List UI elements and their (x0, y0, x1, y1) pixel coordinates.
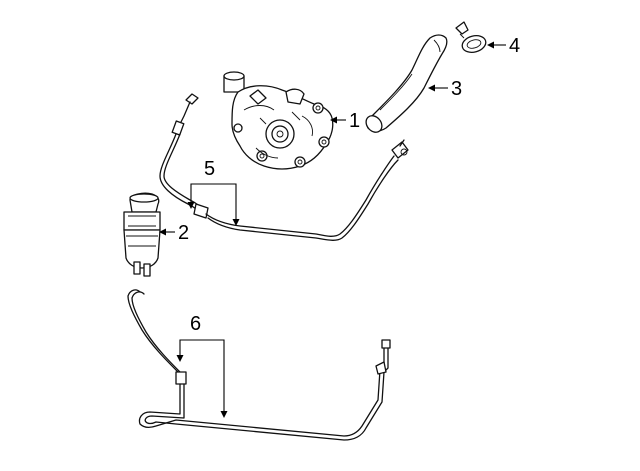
reservoir[interactable] (123, 192, 161, 277)
callout-1-label: 1 (349, 110, 360, 132)
callout-3: 3 (428, 78, 462, 100)
callout-2: 2 (159, 222, 189, 244)
callout-5: 5 (187, 158, 240, 226)
callout-4: 4 (487, 35, 520, 57)
callout-1: 1 (330, 110, 360, 132)
reservoir-hose[interactable] (363, 34, 448, 135)
callout-2-label: 2 (178, 222, 189, 244)
pressure-line[interactable] (159, 93, 409, 241)
callout-3-label: 3 (451, 78, 462, 100)
hose-clamp[interactable] (455, 21, 488, 55)
return-line[interactable] (127, 289, 391, 441)
callout-5-label: 5 (204, 158, 215, 180)
callout-4-label: 4 (509, 35, 520, 57)
power-steering-pump[interactable] (223, 71, 334, 170)
callout-6-label: 6 (190, 313, 201, 335)
callout-6: 6 (176, 313, 228, 418)
